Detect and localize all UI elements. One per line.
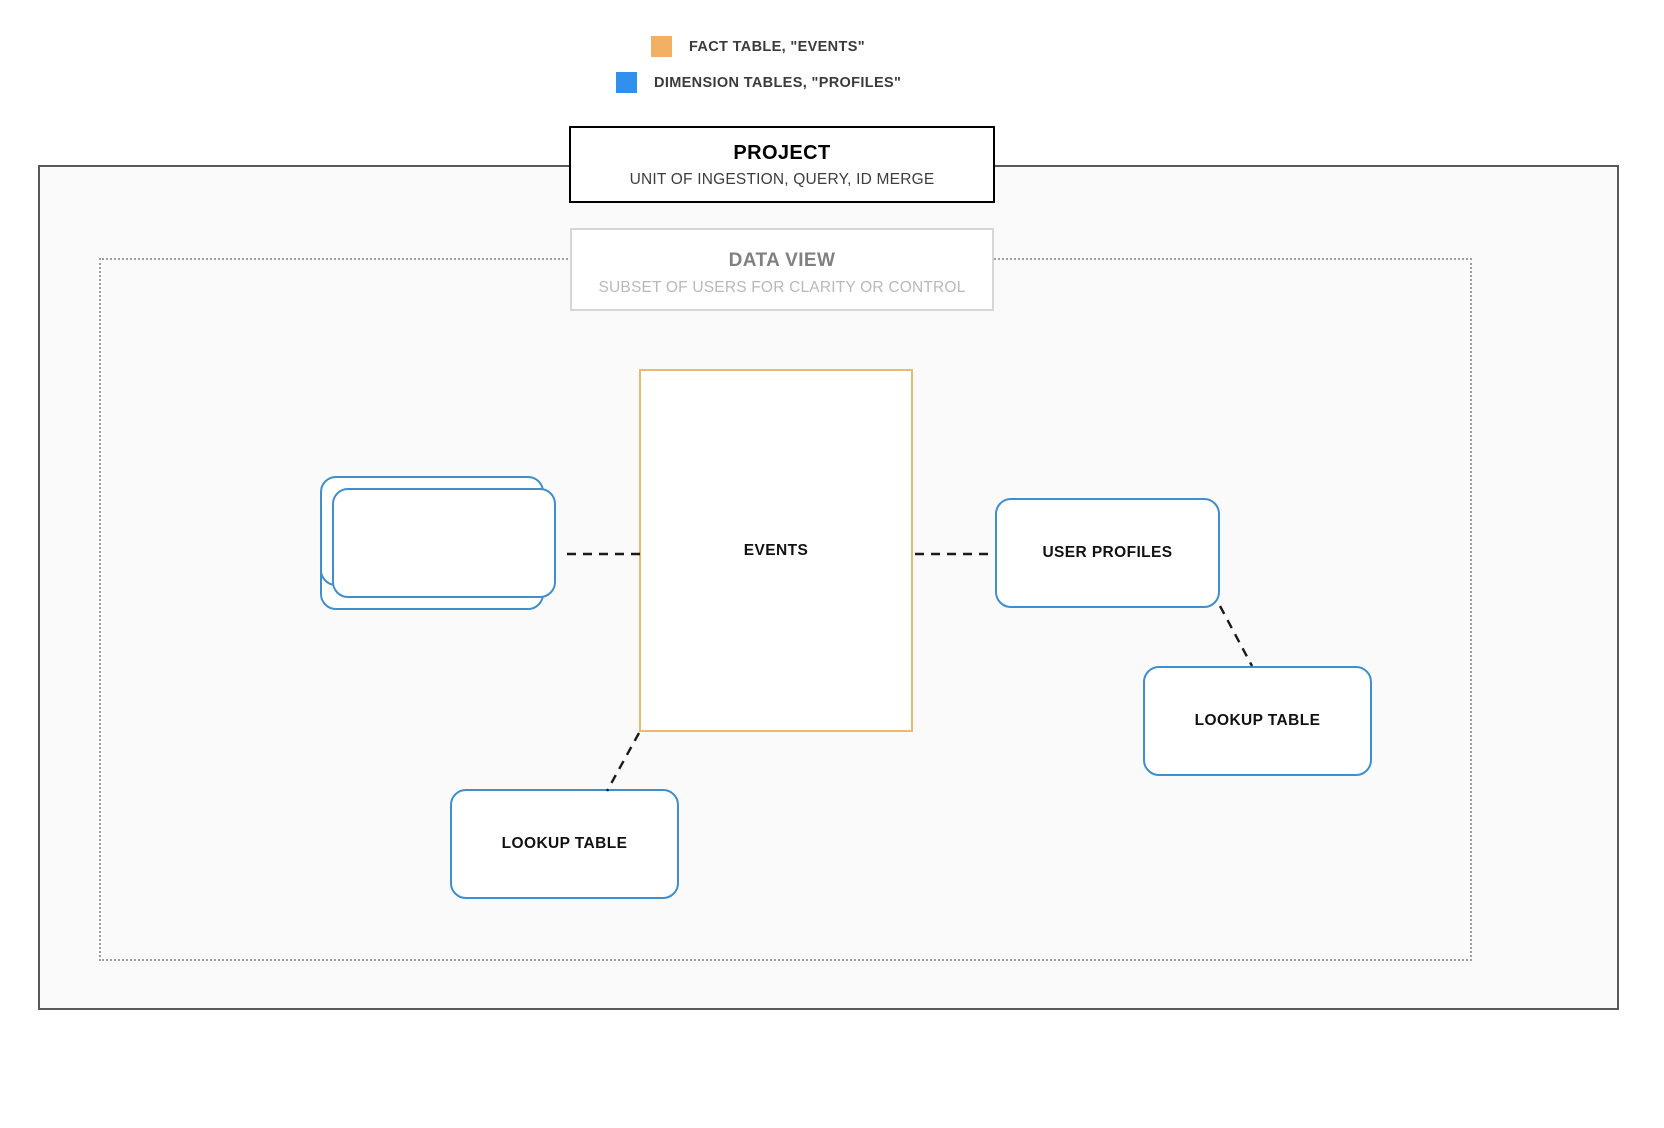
legend-label-fact-table: FACT TABLE, "EVENTS" — [689, 38, 865, 55]
node-lookup-table-left[interactable]: LOOKUP TABLE — [450, 789, 679, 899]
node-label-user-profiles: USER PROFILES — [1042, 544, 1173, 561]
legend-item-dimension-tables: DIMENSION TABLES, "PROFILES" — [616, 72, 901, 93]
data-view-title: DATA VIEW — [728, 249, 836, 271]
node-label-lookup-table-right: LOOKUP TABLE — [1194, 712, 1321, 729]
node-events[interactable]: EVENTS — [639, 369, 913, 732]
square-swatch-icon — [616, 72, 637, 93]
node-label-events: EVENTS — [743, 541, 809, 559]
project-header-box: PROJECT UNIT OF INGESTION, QUERY, ID MER… — [569, 126, 995, 203]
node-user-profiles[interactable]: USER PROFILES — [995, 498, 1220, 608]
legend-label-dimension-tables: DIMENSION TABLES, "PROFILES" — [654, 74, 902, 91]
square-swatch-icon — [651, 36, 672, 57]
stack-card-middle — [332, 488, 556, 598]
data-view-subtitle: SUBSET OF USERS FOR CLARITY OR CONTROL — [598, 279, 966, 297]
data-view-header-box: DATA VIEW SUBSET OF USERS FOR CLARITY OR… — [570, 228, 994, 311]
project-title: PROJECT — [733, 141, 831, 164]
project-subtitle: UNIT OF INGESTION, QUERY, ID MERGE — [629, 170, 935, 188]
node-label-lookup-table-left: LOOKUP TABLE — [501, 835, 628, 852]
legend-item-fact-table: FACT TABLE, "EVENTS" — [651, 36, 865, 57]
node-lookup-table-right[interactable]: LOOKUP TABLE — [1143, 666, 1372, 776]
node-group-profiles-stack — [320, 476, 592, 610]
